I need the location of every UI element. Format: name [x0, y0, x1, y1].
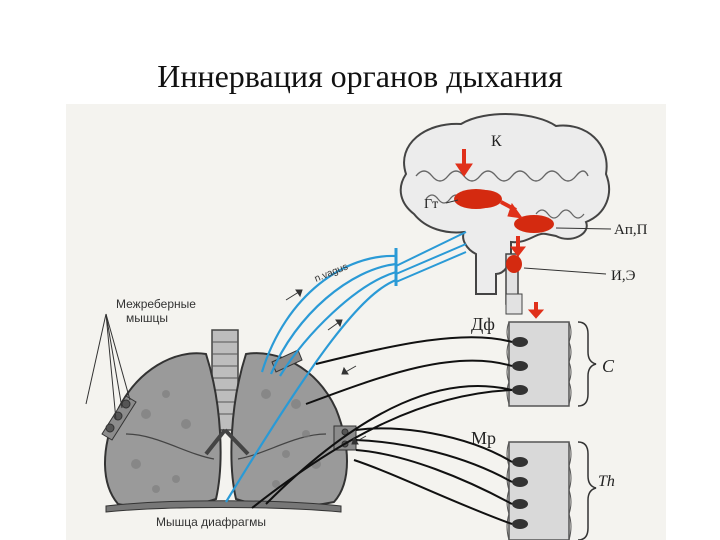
- diaphragm-label: Мышца диафрагмы: [156, 515, 266, 529]
- vagus-label: n.vagus: [313, 261, 350, 284]
- medulla-stem: [505, 293, 523, 315]
- page-title: Иннервация органов дыхания: [157, 58, 563, 94]
- medulla-center: [506, 255, 522, 273]
- diagram-canvas: К Гт Ап,П И,Э Дф С Мр Th: [85, 113, 648, 540]
- pons-center: [514, 215, 554, 233]
- motor-neurons: [512, 337, 528, 529]
- vagus-fibers: [225, 231, 467, 503]
- phrenic-nerves: [251, 336, 513, 509]
- hypothalamus-label: Гт: [424, 197, 438, 212]
- cervical-segment-label: С: [602, 356, 615, 376]
- diaphragm: [105, 500, 342, 513]
- intercostal-nerves: [353, 427, 513, 525]
- cortex-label: К: [491, 133, 502, 150]
- hyp-center: [454, 189, 498, 209]
- motor-segment-label: Мр: [471, 428, 496, 448]
- thoracic-segment-label: Th: [598, 473, 615, 490]
- phrenic-segment-label: Дф: [471, 314, 495, 334]
- thoracic-brace: [577, 441, 597, 540]
- intercostal-label-line2: мышцы: [126, 311, 168, 325]
- pons-label: Ап,П: [614, 222, 648, 238]
- lungs: [104, 329, 348, 509]
- medulla-label: И,Э: [611, 268, 636, 284]
- intercostal-label-line1: Межреберные: [116, 297, 196, 311]
- direction-arrows: [285, 289, 367, 445]
- descending-arrows: [455, 149, 545, 319]
- cervical-brace: [577, 321, 597, 407]
- innervation-diagram: К Гт Ап,П И,Э Дф С Мр Th: [66, 104, 666, 540]
- intercostal-pointers: [85, 313, 131, 421]
